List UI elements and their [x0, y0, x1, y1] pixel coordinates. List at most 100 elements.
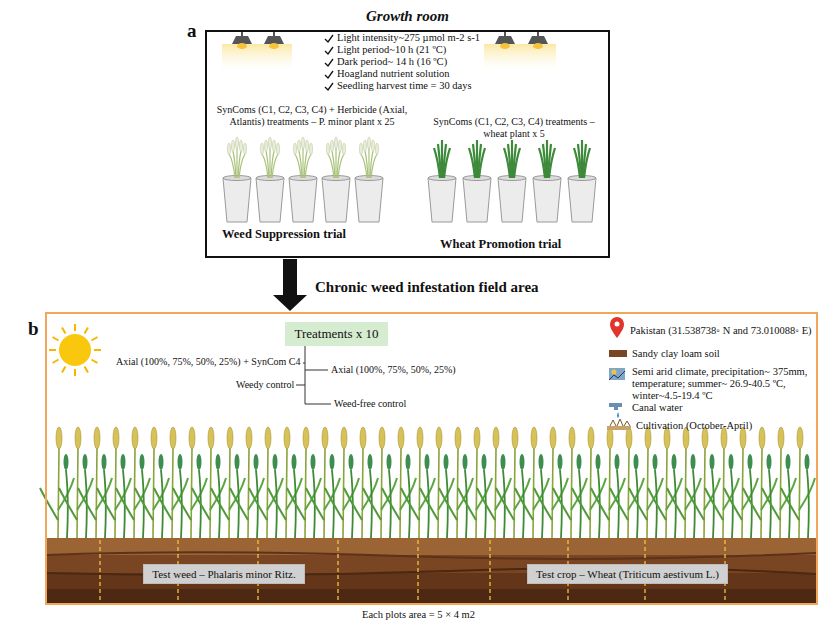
condition-item: Dark period~ 14 h (16 ºC) — [337, 56, 447, 68]
seed-head — [272, 140, 275, 152]
wheat-leaf — [704, 478, 720, 510]
wheat-stem — [533, 448, 534, 538]
stem — [233, 151, 236, 178]
wheat-leaf — [534, 488, 552, 520]
wheat-leaf — [325, 488, 343, 520]
wheat-stem — [704, 448, 705, 538]
seed-head — [297, 140, 300, 152]
wheat-leaf — [666, 478, 682, 510]
wheat-stem — [457, 448, 458, 538]
condition-item: Light intensity~275 µmol m-2 s-1 — [337, 32, 480, 44]
green-ear — [292, 454, 297, 470]
seed-head — [371, 140, 374, 152]
box-text: Treatments x 10 — [294, 326, 378, 342]
green-ear — [577, 454, 582, 470]
wheat-leaf — [40, 488, 58, 520]
pots — [223, 176, 596, 223]
stem — [514, 148, 520, 178]
wheat-leaf — [58, 478, 74, 510]
wheat-leaf — [116, 488, 134, 520]
green-ear — [539, 454, 544, 470]
treatment-item: Weedy control — [236, 379, 294, 391]
green-ear — [463, 454, 468, 470]
wheat-leaf — [192, 488, 210, 520]
sun-ray — [85, 327, 89, 333]
pot — [256, 178, 284, 222]
wheat-leaf — [591, 488, 609, 520]
wheat-ear — [246, 427, 252, 449]
wheat-ear — [626, 427, 632, 449]
wheat-leaf — [439, 488, 457, 520]
sun-ray — [62, 327, 66, 333]
green-ear — [786, 454, 791, 470]
wheat-ear — [379, 427, 385, 449]
stem — [368, 148, 369, 178]
box-text: Test weed – Phalaris minor Ritz. — [152, 568, 295, 580]
wheat-ear — [778, 427, 784, 449]
seed-head — [326, 143, 329, 155]
wheat-ear — [132, 427, 138, 449]
pot — [498, 178, 526, 222]
green-ear — [558, 454, 563, 470]
treatment-box: Treatments x 10 — [285, 322, 388, 346]
treatment-item: Axial (100%, 75%, 50%, 25%) + SynCom C4 — [116, 356, 301, 368]
wheat-ear — [94, 427, 100, 449]
green-ear — [615, 454, 620, 470]
stem — [305, 154, 311, 178]
green-ear — [710, 454, 715, 470]
block-arrow — [273, 259, 307, 311]
wheat-stem — [248, 448, 249, 538]
wheat-ear — [398, 427, 404, 449]
wheat-leaf — [210, 478, 226, 510]
green-ear — [748, 454, 753, 470]
wheat-leaf — [400, 478, 416, 510]
wheat-leaf — [723, 478, 739, 510]
wheat-leaf — [647, 478, 663, 510]
green-ear — [349, 454, 354, 470]
green-ear — [482, 454, 487, 470]
wheat-leaf — [343, 478, 359, 510]
green-ear — [387, 454, 392, 470]
green-ear — [235, 454, 240, 470]
wheat-stem — [210, 448, 211, 538]
seed-head — [334, 137, 337, 149]
stem — [549, 148, 555, 178]
wheat-leaf — [172, 478, 188, 510]
stem — [543, 144, 546, 178]
wheat-stem — [495, 448, 496, 538]
wheat-leaf — [211, 488, 229, 520]
wheat-stem — [590, 448, 591, 538]
wheat-stem — [96, 448, 97, 538]
wheat-leaf — [807, 470, 809, 538]
green-ear — [767, 454, 772, 470]
wheat-leaf — [742, 478, 758, 510]
green-ear — [83, 454, 88, 470]
checkmarks — [325, 35, 333, 90]
wheat-leaf — [77, 478, 93, 510]
wheat-leaf — [458, 488, 476, 520]
wheat-leaf — [496, 488, 514, 520]
seed-head — [227, 143, 230, 155]
site-info: Semi arid climate, precipitation~ 375mm,… — [632, 366, 808, 402]
stem — [473, 144, 476, 178]
wheat-stem — [685, 448, 686, 538]
info-icons — [607, 317, 631, 430]
green-ear — [216, 454, 221, 470]
wheat-leaf — [761, 478, 777, 510]
green-ear — [520, 454, 525, 470]
wheat-leaf — [705, 488, 723, 520]
sun-ray — [74, 324, 76, 331]
seed-head — [293, 143, 296, 155]
wheat-stem — [609, 448, 610, 538]
wheat-leaf — [438, 478, 454, 510]
wheat-ear — [531, 427, 537, 449]
wheat-leaf — [743, 488, 761, 520]
wheat-ear — [417, 427, 423, 449]
stem — [266, 151, 269, 178]
seed-head — [305, 140, 308, 152]
wheat-leaf — [286, 478, 302, 510]
green-ear — [254, 454, 259, 470]
wheat-stem — [172, 448, 173, 538]
green-ear — [729, 454, 734, 470]
wheat-leaf — [115, 478, 131, 510]
